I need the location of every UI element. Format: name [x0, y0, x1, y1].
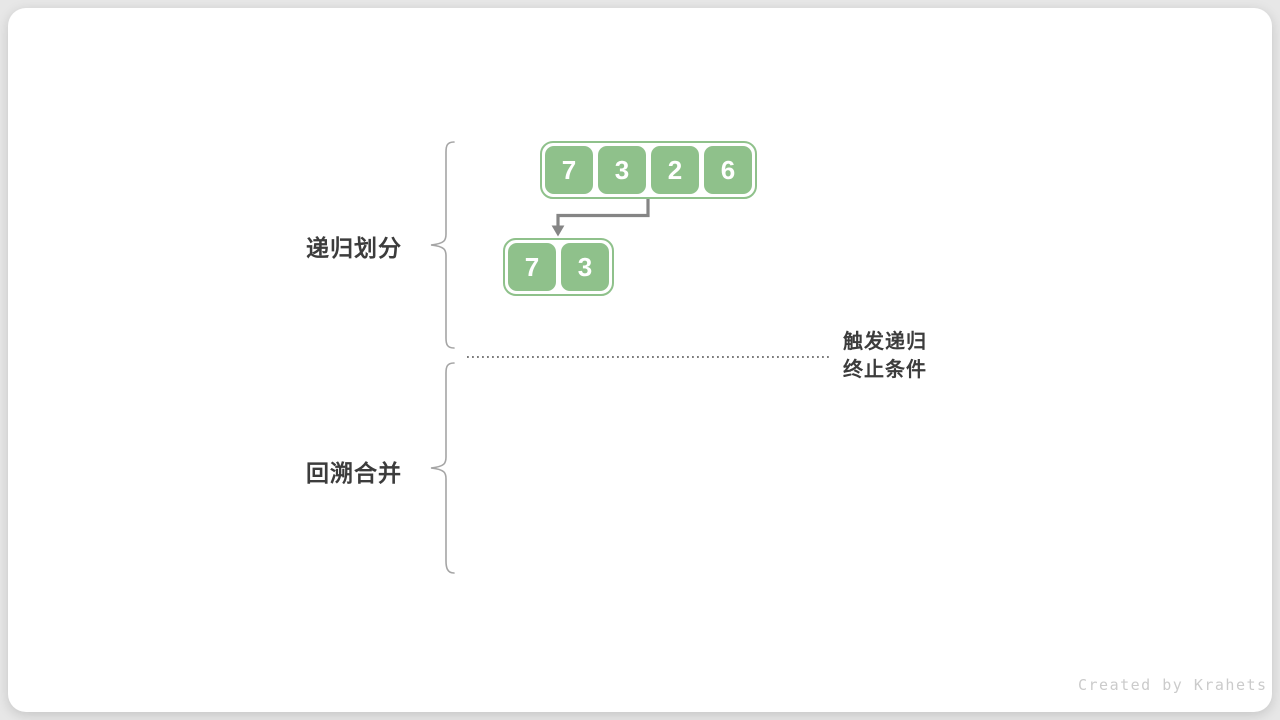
card-background: [8, 8, 1272, 712]
termination-annotation-line2: 终止条件: [843, 359, 927, 381]
array-cell: 6: [704, 146, 752, 194]
termination-annotation: 触发递归 终止条件: [843, 328, 927, 384]
array-cell: 7: [508, 243, 556, 291]
array-cell: 3: [561, 243, 609, 291]
array-cell: 3: [598, 146, 646, 194]
array-cell: 7: [545, 146, 593, 194]
termination-annotation-line1: 触发递归: [843, 331, 927, 353]
phase-label-divide: 递归划分: [306, 235, 402, 261]
array-level-2: 7 3: [503, 238, 614, 296]
array-cell: 2: [651, 146, 699, 194]
phase-label-merge: 回溯合并: [306, 460, 402, 486]
watermark: Created by Krahets: [1078, 676, 1268, 694]
array-level-1: 7 3 2 6: [540, 141, 757, 199]
